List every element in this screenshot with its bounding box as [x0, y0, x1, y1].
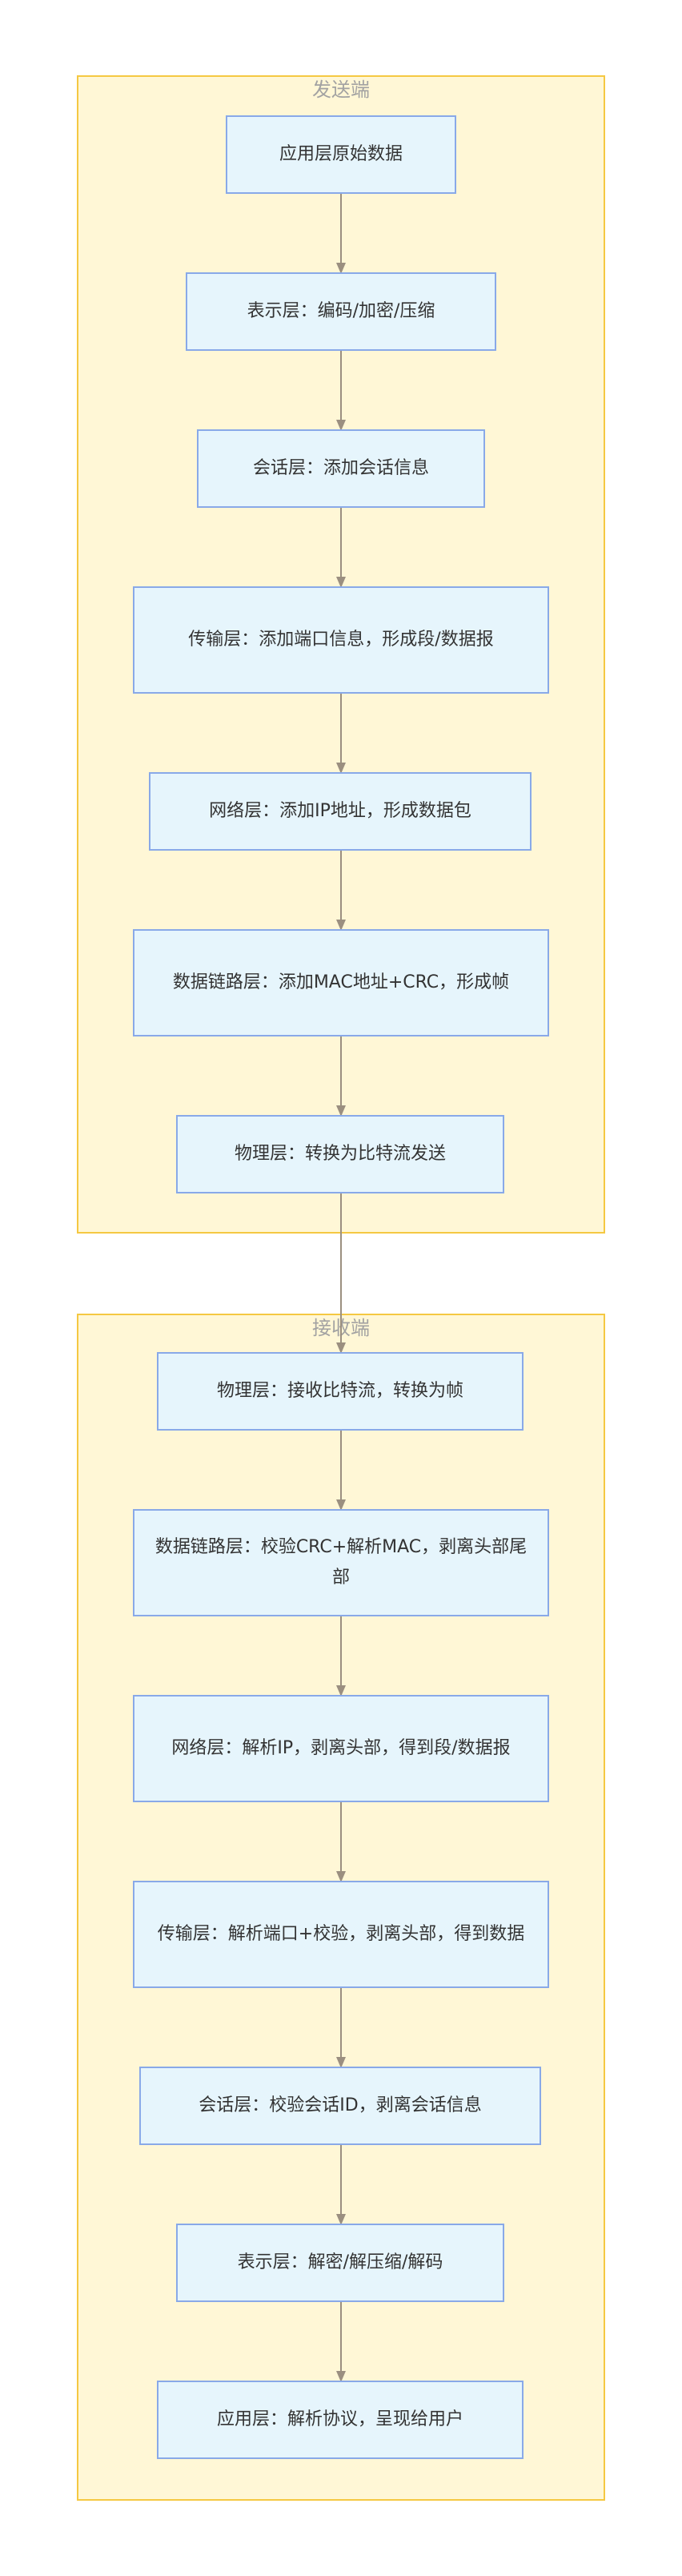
receiver-node-physical: 物理层：接收比特流，转换为帧 — [157, 1352, 524, 1431]
sender-node-data-link: 数据链路层：添加MAC地址+CRC，形成帧 — [133, 929, 549, 1036]
receiver-node-data-link: 数据链路层：校验CRC+解析MAC，剥离头部尾部 — [133, 1509, 549, 1616]
sender-node-application-raw-data: 应用层原始数据 — [226, 115, 456, 194]
receiver-node-application: 应用层：解析协议，呈现给用户 — [157, 2381, 524, 2459]
sender-group-title: 发送端 — [312, 78, 370, 101]
receiver-node-transport: 传输层：解析端口+校验，剥离头部，得到数据 — [133, 1881, 549, 1988]
receiver-node-session: 会话层：校验会话ID，剥离会话信息 — [139, 2067, 541, 2145]
sender-node-physical: 物理层：转换为比特流发送 — [176, 1115, 504, 1193]
sender-node-presentation: 表示层：编码/加密/压缩 — [186, 272, 496, 351]
sender-node-transport: 传输层：添加端口信息，形成段/数据报 — [133, 586, 549, 694]
receiver-node-network: 网络层：解析IP，剥离头部，得到段/数据报 — [133, 1695, 549, 1802]
receiver-node-presentation: 表示层：解密/解压缩/解码 — [176, 2224, 504, 2302]
sender-node-network: 网络层：添加IP地址，形成数据包 — [149, 772, 532, 851]
sender-node-session: 会话层：添加会话信息 — [197, 429, 485, 508]
